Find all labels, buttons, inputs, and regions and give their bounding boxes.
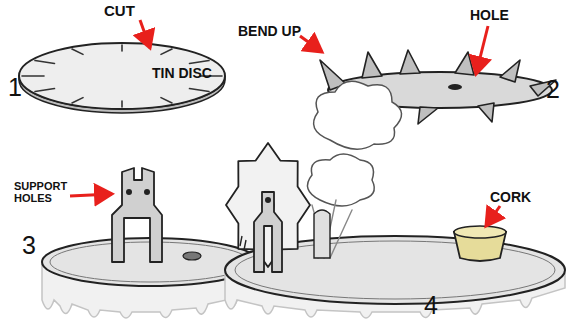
callout-number: 1	[8, 74, 22, 100]
steam-nozzle	[314, 210, 330, 258]
callout-number: 2	[546, 76, 560, 102]
callout-number: 4	[424, 292, 438, 318]
part-label: CUT	[104, 3, 135, 19]
steam-cloud	[308, 81, 402, 206]
part-label: HOLE	[470, 8, 509, 23]
support-bracket	[254, 192, 282, 272]
callout-number: 3	[22, 232, 36, 258]
cork	[454, 226, 506, 261]
part-label: SUPPORT HOLES	[14, 181, 70, 204]
steam-jet	[312, 200, 352, 258]
part-label: CORK	[490, 190, 531, 205]
part-label: BEND UP	[238, 24, 301, 39]
tin-disc	[19, 43, 225, 113]
hole-mark	[448, 84, 462, 90]
motion-mark	[240, 236, 246, 250]
part-label: TIN DISC	[152, 66, 212, 81]
leader-arrow	[70, 20, 500, 226]
can-4	[225, 81, 565, 318]
